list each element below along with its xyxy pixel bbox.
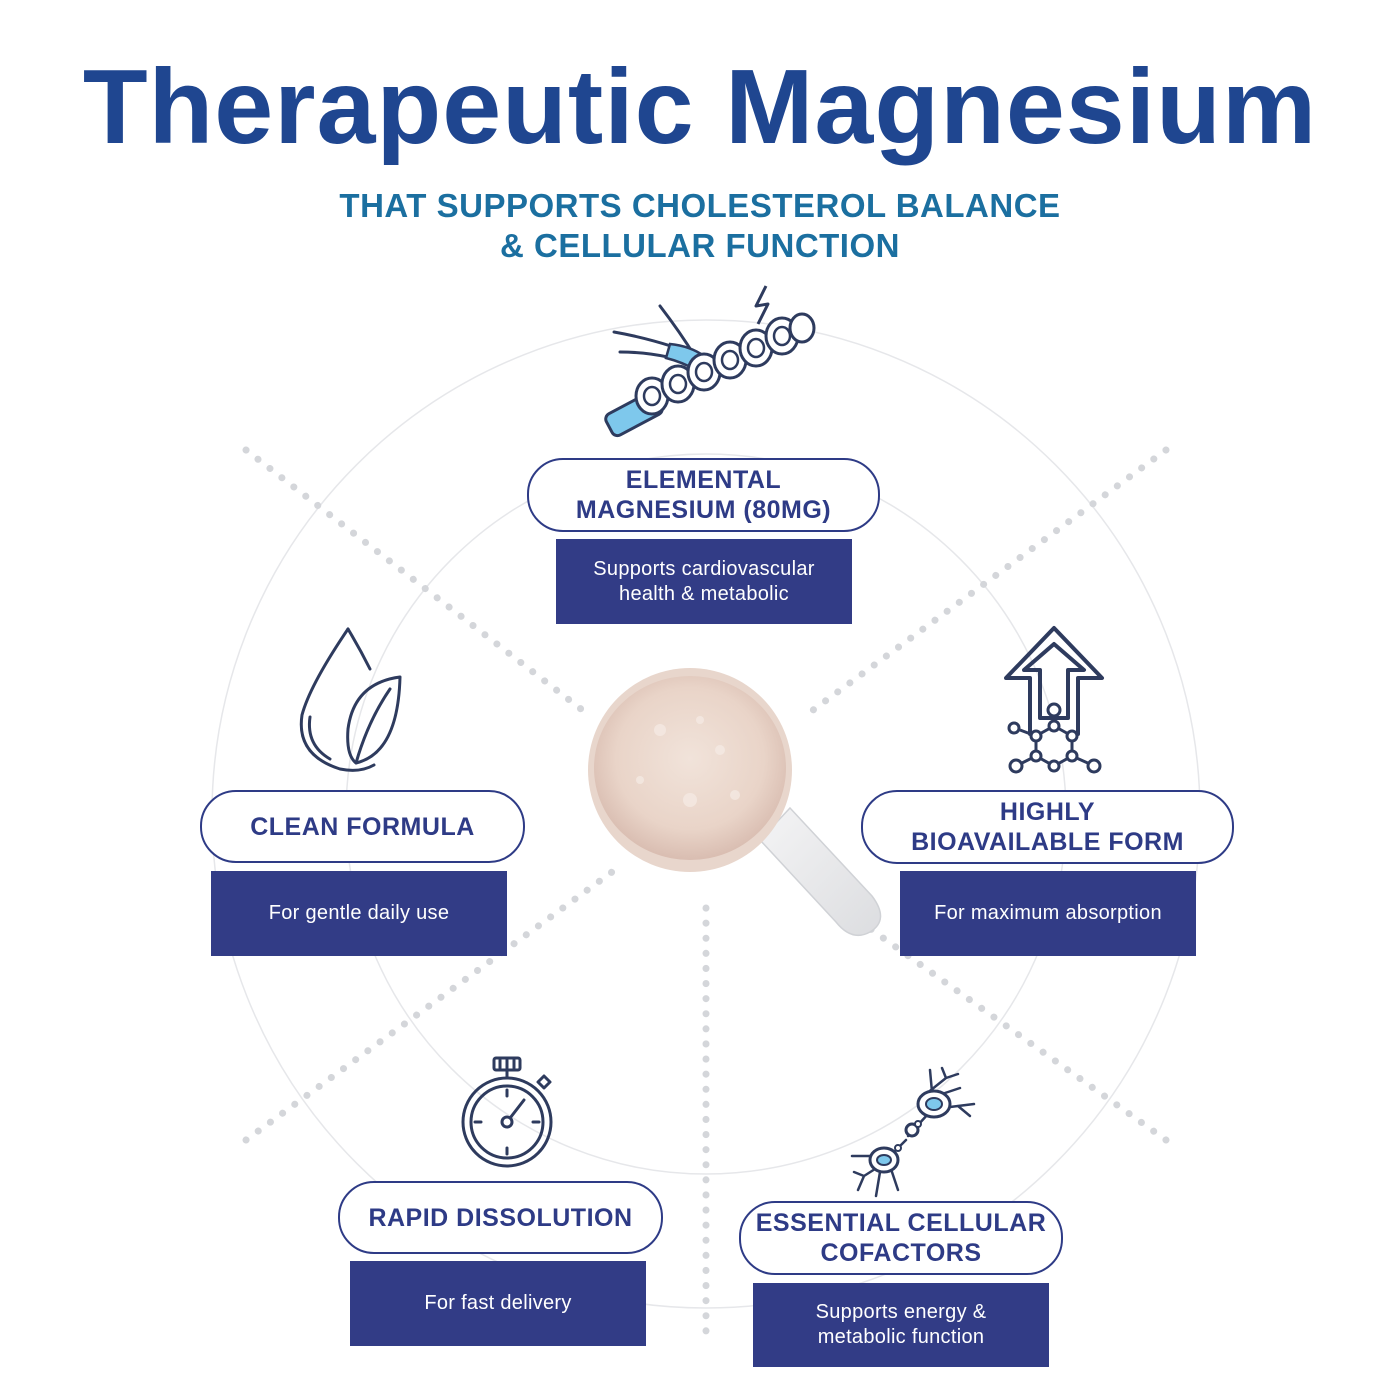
arrow-molecule-icon [1004, 626, 1104, 774]
feature-elemental-title: ELEMENTAL MAGNESIUM (80MG) [527, 458, 880, 532]
drop-leaf-icon [299, 627, 402, 772]
stopwatch-icon [461, 1056, 553, 1168]
feature-bioavailable-title: HIGHLY BIOAVAILABLE FORM [861, 790, 1234, 864]
neuron-icon [850, 1066, 976, 1198]
powder-scoop-image [588, 668, 882, 937]
feature-cofactors-desc: Supports energy & metabolic function [753, 1283, 1049, 1367]
feature-clean-title: CLEAN FORMULA [200, 790, 525, 863]
feature-clean-desc: For gentle daily use [211, 871, 507, 956]
nerve-fiber-icon [604, 285, 816, 438]
page-title: Therapeutic Magnesium [82, 48, 1318, 166]
feature-bioavailable-desc: For maximum absorption [900, 871, 1196, 956]
page-subtitle: THAT SUPPORTS CHOLESTEROL BALANCE & CELL… [339, 187, 1061, 264]
feature-rapid-desc: For fast delivery [350, 1261, 646, 1346]
feature-cofactors-title: ESSENTIAL CELLULAR COFACTORS [739, 1201, 1063, 1275]
feature-elemental-desc: Supports cardiovascular health & metabol… [556, 539, 852, 624]
feature-rapid-title: RAPID DISSOLUTION [338, 1181, 663, 1254]
